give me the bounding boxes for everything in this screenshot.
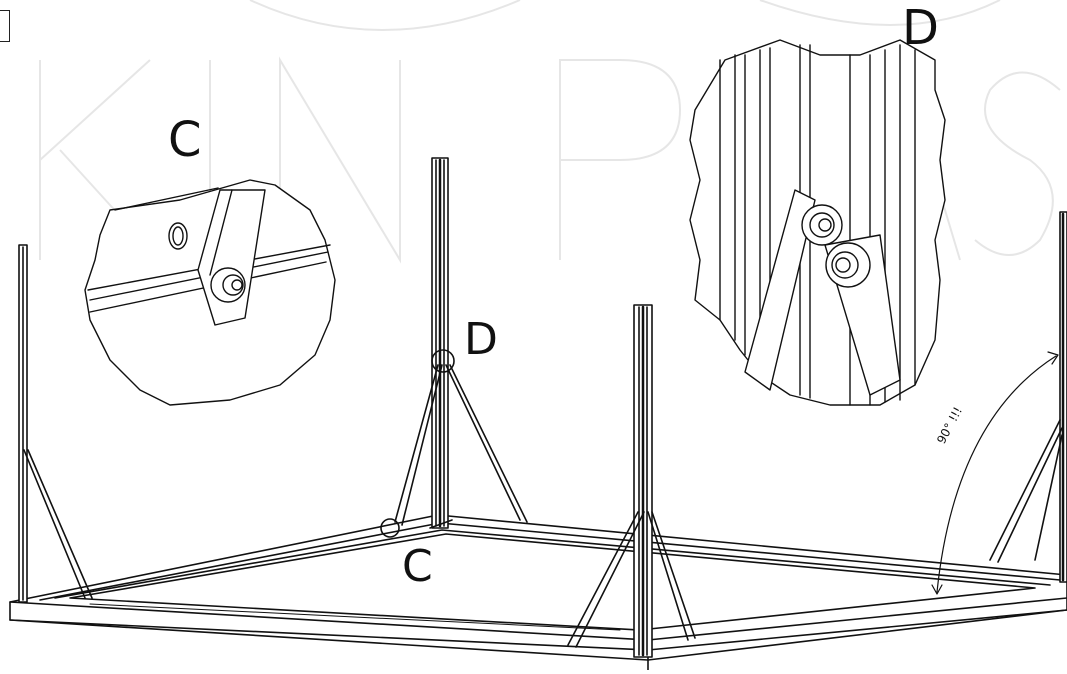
detail-c-view bbox=[84, 179, 336, 406]
detail-d-label: D bbox=[902, 0, 939, 56]
left-post bbox=[18, 244, 93, 603]
detail-d-view bbox=[689, 39, 946, 406]
joint-c-label: C bbox=[402, 541, 433, 592]
front-right-post bbox=[567, 304, 696, 658]
base-frame bbox=[9, 514, 1067, 671]
center-post bbox=[380, 157, 528, 538]
joint-d-label: D bbox=[464, 314, 498, 365]
angle-indicator bbox=[931, 351, 1059, 595]
corner-box-icon bbox=[0, 10, 10, 42]
detail-c-label: C bbox=[168, 112, 202, 168]
right-post bbox=[989, 211, 1067, 583]
